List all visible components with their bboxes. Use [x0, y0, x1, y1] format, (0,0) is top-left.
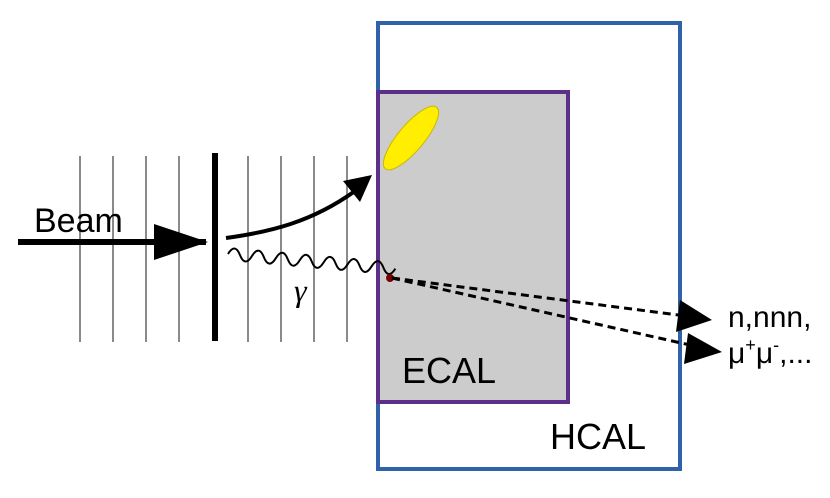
scattered-electron-arrow-head — [343, 175, 372, 202]
decay-track-lower-arrow-head — [684, 333, 722, 364]
beam-label: Beam — [34, 202, 123, 240]
ecal-label: ECAL — [402, 350, 496, 391]
more-products-ellipsis: ,... — [779, 337, 812, 370]
muon-plus-symbol: μ — [728, 337, 745, 370]
ecal-box — [376, 90, 570, 404]
tracker-layers — [79, 156, 348, 342]
hcal-label: HCAL — [550, 416, 646, 457]
decay-vertex — [386, 274, 394, 282]
photon-wave — [227, 247, 397, 276]
decay-products-line2: μ+μ-,... — [728, 335, 812, 370]
decay-products-line1: n,nnn, — [728, 301, 811, 334]
scattered-electron-track — [225, 189, 357, 240]
em-shower — [382, 105, 440, 171]
beam-arrow-head — [154, 224, 208, 260]
decay-track-upper-arrow-head — [676, 300, 712, 332]
muon-minus-charge: - — [773, 335, 779, 355]
photon-label: γ — [294, 272, 308, 308]
decay-track-lower — [391, 276, 691, 347]
muon-plus-charge: + — [745, 335, 756, 355]
muon-minus-symbol: μ — [756, 337, 773, 370]
decay-track-upper — [391, 276, 687, 318]
